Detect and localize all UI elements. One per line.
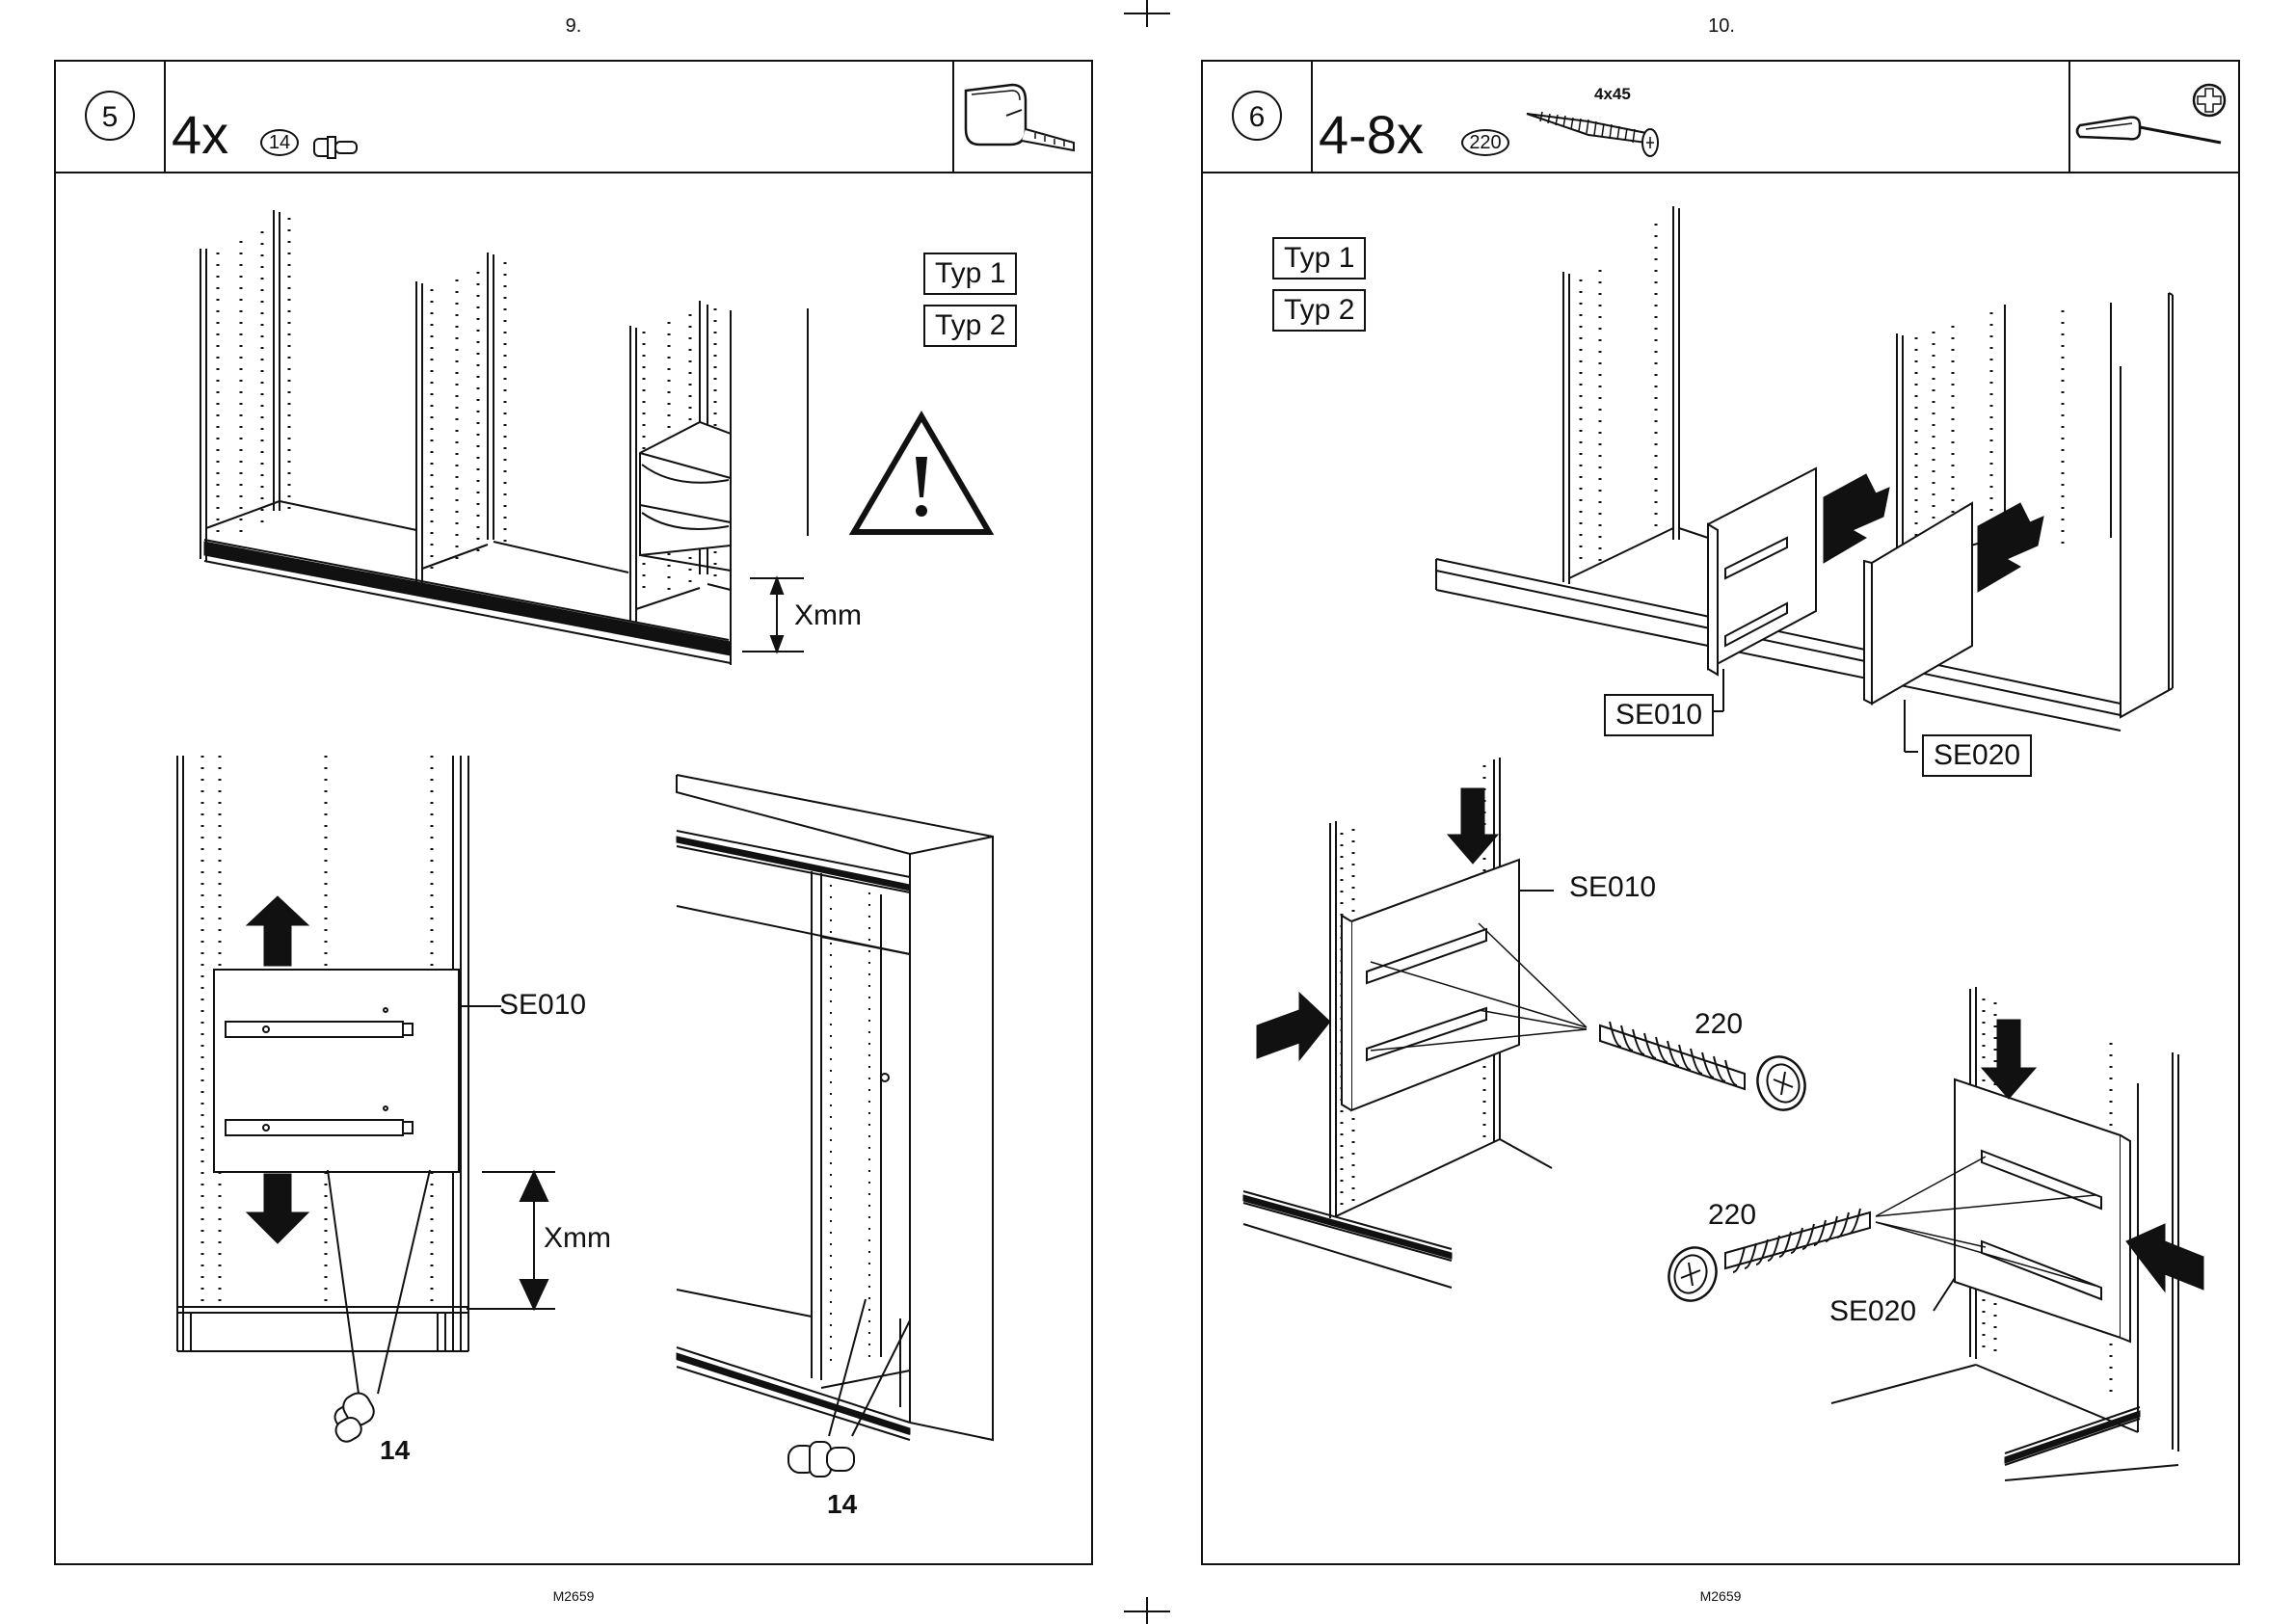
panel-label-se020: SE020 <box>1829 1295 1916 1328</box>
se020-screw-detail-drawing <box>1147 0 2295 1624</box>
arrow-down-icon <box>1982 1020 2036 1099</box>
pin-label-b: 14 <box>827 1488 857 1521</box>
left-page: 9. 5 4x 14 <box>0 0 1147 1624</box>
screw-label-b: 220 <box>1708 1199 1756 1232</box>
footer-code: M2659 <box>535 1588 612 1604</box>
wardrobe-perspective-drawing <box>0 0 1147 1624</box>
footer-code: M2659 <box>1682 1588 1759 1604</box>
right-page: 10. 6 4-8x 220 4x45 <box>1147 0 2295 1624</box>
